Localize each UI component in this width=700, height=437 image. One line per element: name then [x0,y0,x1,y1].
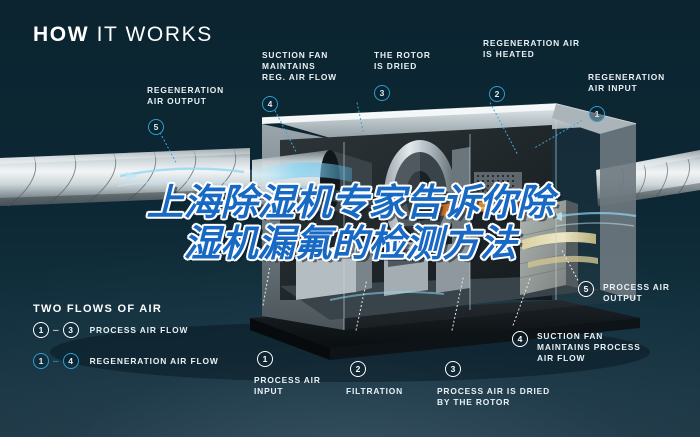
marker-4-suction-fan-reg[interactable]: 4 [262,96,278,112]
desiccant-rotor [384,140,456,252]
legend-label-process-air-flow: PROCESS AIR FLOW [89,325,189,335]
label-suction-fan-reg-air-flow: SUCTION FAN MAINTAINS REG. AIR FLOW [262,50,337,82]
marker-2-regen-heated[interactable]: 2 [489,86,505,102]
page-title-bold: HOW [33,23,90,46]
label-process-air-input: PROCESS AIR INPUT [254,375,321,396]
marker-5-regeneration-air-output[interactable]: 5 [148,119,164,135]
marker-5-process-output[interactable]: 5 [578,281,594,297]
legend-dash-regen: – [53,355,59,367]
machine-base [250,300,640,360]
left-duct [0,148,250,207]
legend-marker-4-regen: 4 [62,353,79,369]
marker-3-rotor-dried[interactable]: 3 [374,85,390,101]
marker-2-filtration[interactable]: 2 [350,361,366,377]
marker-4-process-fan[interactable]: 4 [512,331,528,347]
legend-label-regeneration-air-flow: REGENERATION AIR FLOW [89,356,219,366]
label-the-rotor-is-dried: THE ROTOR IS DRIED [374,50,431,71]
chinese-headline-overlay: 上海除湿机专家告诉你除 湿机漏氟的检测方法 [146,181,554,265]
legend-marker-1-process: 1 [33,322,49,338]
legend-row-regeneration-air-flow: 1 – 4 REGENERATION AIR FLOW [33,353,219,369]
internal-machinery [296,226,470,300]
legend-dash-process: – [53,324,59,336]
airflow-streams [117,162,637,301]
marker-1-process-input[interactable]: 1 [257,351,273,367]
label-process-air-output: PROCESS AIR OUTPUT [603,282,670,303]
marker-1-regen-input[interactable]: 1 [589,106,605,122]
marker-3-process-dried[interactable]: 3 [445,361,461,377]
label-regeneration-air-input: REGENERATION AIR INPUT [588,72,666,93]
legend-row-process-air-flow: 1 – 3 PROCESS AIR FLOW [33,322,188,338]
legend-marker-3-process: 3 [62,322,79,338]
legend-title: TWO FLOWS OF AIR [33,303,163,315]
heater-grille [474,172,522,202]
label-regeneration-air-output: REGENERATION AIR OUTPUT [147,85,225,106]
label-regeneration-air-is-heated: REGENERATION AIR IS HEATED [483,38,580,59]
page-title-light: IT WORKS [96,23,213,46]
label-filtration: FILTRATION [346,386,404,396]
legend-marker-1-regen: 1 [33,353,49,369]
label-suction-fan-process-air-flow: SUCTION FAN MAINTAINS PROCESS AIR FLOW [537,331,641,363]
label-process-air-is-dried-by-rotor: PROCESS AIR IS DRIED BY THE ROTOR [437,386,551,407]
page-title: HOW IT WORKS [33,23,213,47]
